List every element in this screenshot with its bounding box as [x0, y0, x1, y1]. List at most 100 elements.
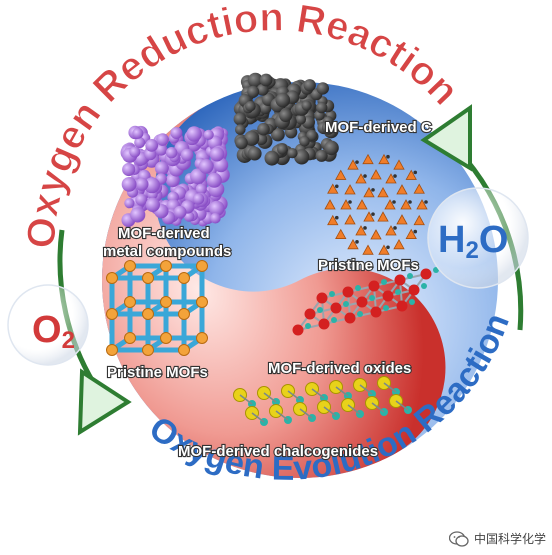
carbon-particle	[235, 136, 248, 150]
framework-node	[178, 272, 190, 284]
carbon-particle	[259, 73, 273, 87]
carbon-particle	[245, 101, 256, 112]
metal-atom	[331, 317, 337, 323]
metal-compound-particle	[122, 162, 136, 177]
chalcogenide-bond	[251, 412, 265, 423]
carbon-particle	[306, 129, 318, 141]
mof-unit	[384, 199, 396, 210]
carbon-particle	[235, 124, 246, 135]
oxygen-atom	[292, 324, 304, 336]
carbon-particle	[247, 146, 262, 161]
chalcogenide-bond	[383, 382, 397, 393]
carbon-particle	[271, 127, 285, 142]
mof-unit	[335, 228, 347, 239]
mof-derived-c-material	[233, 72, 339, 166]
carbon-particle	[277, 144, 288, 155]
pristine-mof-hexagonal-framework	[324, 153, 428, 255]
metal-compound-particle	[144, 177, 160, 194]
metal-compound-particle	[130, 207, 146, 223]
mof-unit	[344, 214, 356, 225]
mof-atom	[371, 212, 375, 216]
cycle-arrows	[57, 104, 524, 436]
chalcogenide-bond	[299, 408, 313, 419]
metal-compound-particle	[206, 172, 222, 188]
chalcogenide-bond	[263, 392, 277, 403]
mof-atom	[393, 226, 397, 230]
metal-compound-particle	[121, 177, 137, 192]
mof-unit	[396, 184, 408, 195]
mof-unit	[370, 229, 382, 240]
metal-atom	[369, 295, 375, 301]
h2o-bubble: H2O	[427, 187, 529, 289]
mof-unit	[377, 187, 389, 198]
metal-compound-particle	[154, 161, 169, 176]
mof-unit	[405, 228, 417, 239]
carbon-particle	[264, 150, 280, 166]
watermark: 中国科学化学	[448, 530, 546, 547]
carbon-particle	[303, 79, 316, 92]
oxygen-atom	[420, 268, 432, 280]
chalcogenide-bond	[359, 384, 373, 395]
mof-atom	[363, 174, 367, 178]
mof-atom	[392, 200, 396, 204]
mof-atom	[363, 226, 367, 230]
framework-node	[142, 344, 154, 356]
o2-bubble-shape	[7, 284, 89, 366]
mof-derived-metal-compounds-material	[120, 125, 230, 228]
metal-compound-particle	[129, 146, 141, 158]
chalcogenide-bond	[347, 404, 361, 415]
metal-compound-particle	[170, 127, 183, 139]
o2-symbol: O2	[32, 309, 75, 354]
metal-compound-particle	[186, 126, 202, 142]
metal-compound-particle	[203, 129, 214, 140]
label-mof-derived-chalcogenides: MOF-derived chalcogenides	[178, 443, 378, 460]
mof-unit	[413, 214, 425, 226]
metal-atom	[395, 289, 401, 295]
chalcogenide-bond	[275, 410, 289, 421]
framework-node	[178, 308, 190, 320]
wechat-icon	[448, 530, 469, 547]
metal-atom	[355, 285, 361, 291]
framework-node	[142, 308, 154, 320]
metal-compound-particle	[165, 147, 178, 159]
mof-unit	[324, 199, 336, 210]
oxygen-atom	[382, 290, 394, 302]
framework-node	[142, 272, 154, 284]
framework-node	[124, 296, 136, 308]
metal-compound-particle	[132, 127, 144, 139]
carbon-particle	[299, 136, 310, 147]
chalcogenide-bond	[371, 402, 385, 413]
carbon-particle	[321, 122, 333, 134]
mof-atom	[408, 200, 412, 204]
oxygen-atom	[344, 312, 356, 324]
oxygen-atom	[370, 306, 382, 318]
h2o-formula: H2O	[438, 219, 508, 264]
mof-unit	[355, 173, 367, 184]
mof-unit	[355, 225, 367, 236]
arrow-head-top-right	[420, 104, 472, 172]
chalcogenide-bond	[323, 406, 337, 417]
mof-atom	[371, 188, 375, 192]
metal-compound-particle	[209, 200, 225, 217]
metal-atom	[329, 291, 335, 297]
mof-unit	[405, 169, 417, 180]
mof-unit	[362, 153, 374, 165]
framework-node	[106, 272, 118, 284]
chalcogenide-bond	[239, 394, 253, 405]
carbon-particle	[279, 108, 293, 122]
mof-unit	[416, 199, 428, 210]
label-mof-derived-metal-line2: metal compounds	[103, 243, 231, 260]
carbon-particle	[294, 149, 310, 165]
metal-compound-particle	[183, 211, 195, 222]
framework-node	[196, 332, 208, 344]
mof-atom	[393, 174, 397, 178]
oxygen-atom	[316, 292, 328, 304]
framework-node	[124, 332, 136, 344]
mof-unit	[393, 159, 405, 170]
mof-atom	[386, 154, 390, 159]
mof-unit	[396, 214, 408, 225]
metal-compound-particle	[134, 137, 146, 149]
oxygen-atom	[396, 300, 408, 312]
carbon-particle	[316, 82, 329, 95]
mof-unit	[363, 211, 375, 222]
